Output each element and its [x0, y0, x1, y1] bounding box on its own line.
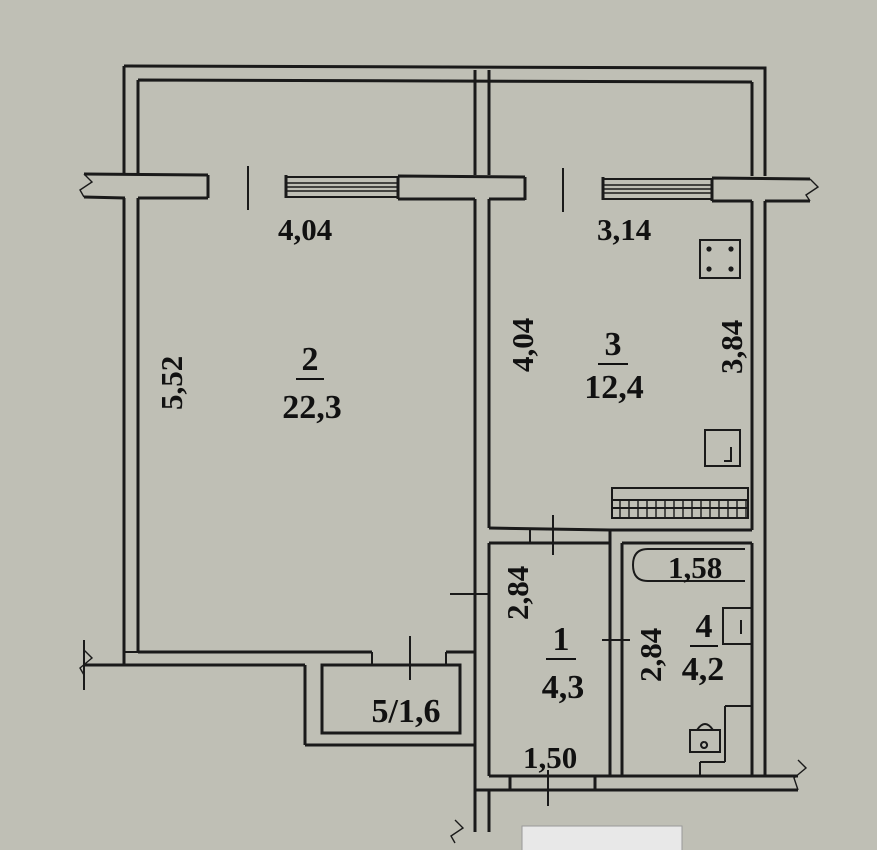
radiator-icon: [611, 487, 749, 519]
room-3-walls: [488, 201, 767, 775]
window-room3: [602, 178, 713, 200]
stamp-watermark: [521, 825, 683, 850]
room-2-label: 2 22,3: [282, 341, 342, 426]
dim-room2-length: 5,52: [154, 356, 189, 410]
dim-room3-left: 4,04: [505, 318, 540, 372]
room-3-area: 12,4: [584, 369, 644, 406]
window-room2: [285, 176, 399, 198]
room-4-walls: [622, 541, 754, 776]
dim-room3-width: 3,14: [597, 212, 651, 247]
room-1-label: 1 4,3: [542, 621, 585, 706]
room-4-number: 4: [696, 608, 713, 645]
room-2-number: 2: [302, 341, 319, 378]
room-3-label: 3 12,4: [584, 326, 644, 406]
dim-bath-height: 2,84: [633, 628, 668, 682]
room-4-label: 4 4,2: [682, 608, 725, 688]
loggia: [122, 64, 767, 176]
washbasin-icon: [722, 607, 753, 645]
toilet-icon: [689, 705, 752, 776]
dim-hall-width: 1,50: [523, 740, 577, 775]
room-3-number: 3: [605, 326, 622, 363]
bathtub-icon: [631, 548, 745, 582]
room-1-number: 1: [553, 621, 570, 658]
room-1-walls: [450, 543, 808, 844]
stove-icon: [699, 239, 741, 279]
room-5-label: 5/1,6: [372, 693, 441, 730]
room-2-area: 22,3: [282, 389, 342, 426]
room-2-walls: [79, 198, 491, 747]
room-4-area: 4,2: [682, 651, 725, 688]
room-5-walls: [320, 663, 462, 735]
dim-bath-width: 1,58: [668, 550, 722, 585]
dim-room3-right: 3,84: [714, 320, 749, 374]
room-1-area: 4,3: [542, 669, 585, 706]
dim-room2-width: 4,04: [278, 212, 332, 247]
dim-hall-height: 2,84: [500, 566, 535, 620]
kitchen-sink-icon: [704, 429, 741, 467]
